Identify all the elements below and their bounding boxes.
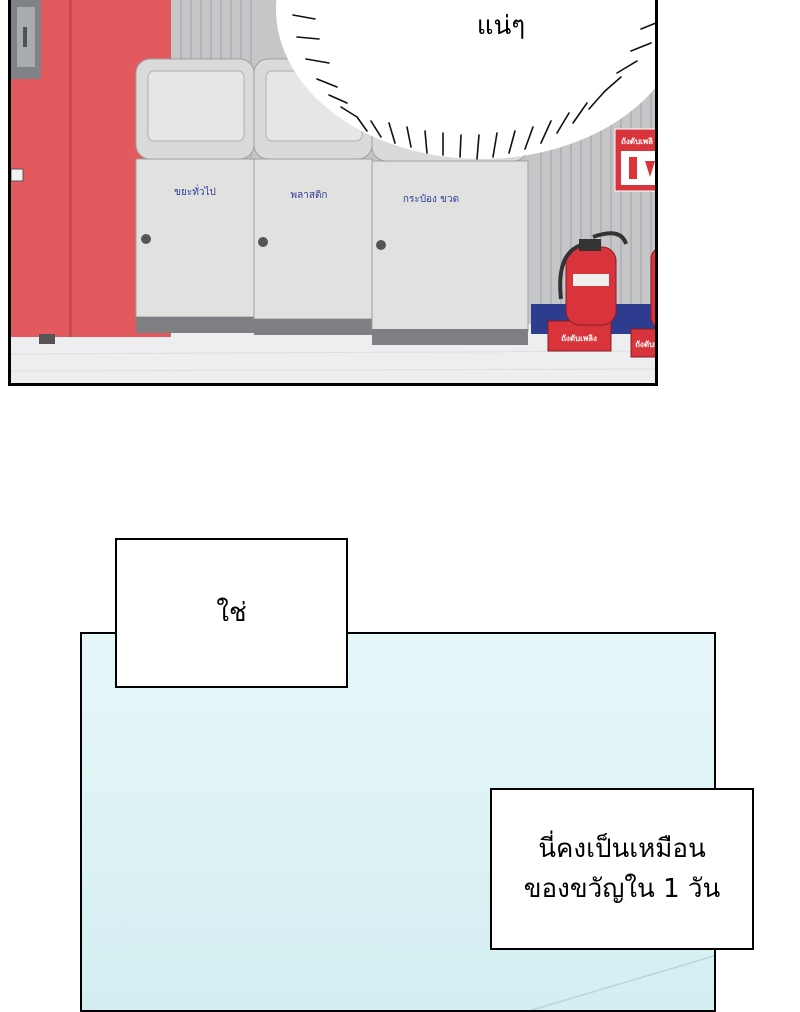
shout-text: แน่ๆ	[341, 9, 655, 43]
shout-bubble	[276, 0, 655, 160]
fire-extinguisher-sign: ถังดับเพลิ	[614, 128, 655, 192]
bin-label-general: ขยะทั่วไป	[174, 184, 216, 198]
caption-gift-line-1: นี่คงเป็นเหมือน	[538, 834, 706, 864]
top-panel-scene: ขยะทั่วไป พลาสติก กระป๋อง ขวด ถังดับเพลิ…	[11, 0, 658, 383]
caption-yes-text: ใช่	[216, 598, 247, 628]
fire-extinguisher-2: ถังดับเพลิง	[630, 249, 658, 358]
bin-general	[135, 58, 255, 333]
caption-gift-text: นี่คงเป็นเหมือน ของขวัญใน 1 วัน	[524, 829, 721, 909]
shout-line: แน่ๆ	[476, 11, 526, 41]
extinguisher-label-1: ถังดับเพลิง	[561, 334, 597, 343]
bin-label-plastic: พลาสติก	[291, 190, 328, 201]
caption-box-gift: นี่คงเป็นเหมือน ของขวัญใน 1 วัน	[490, 788, 754, 950]
top-comic-panel: ขยะทั่วไป พลาสติก กระป๋อง ขวด ถังดับเพลิ…	[8, 0, 658, 386]
fire-extinguisher-1: ถังดับเพลิง	[547, 231, 628, 352]
bin-label-cans: กระป๋อง ขวด	[403, 193, 459, 205]
extinguisher-label-2: ถังดับเพลิง	[635, 340, 658, 349]
caption-gift-line-2: ของขวัญใน 1 วัน	[523, 874, 721, 904]
caption-box-yes: ใช่	[115, 538, 348, 688]
wall-sign-label: ถังดับเพลิ	[621, 137, 653, 146]
